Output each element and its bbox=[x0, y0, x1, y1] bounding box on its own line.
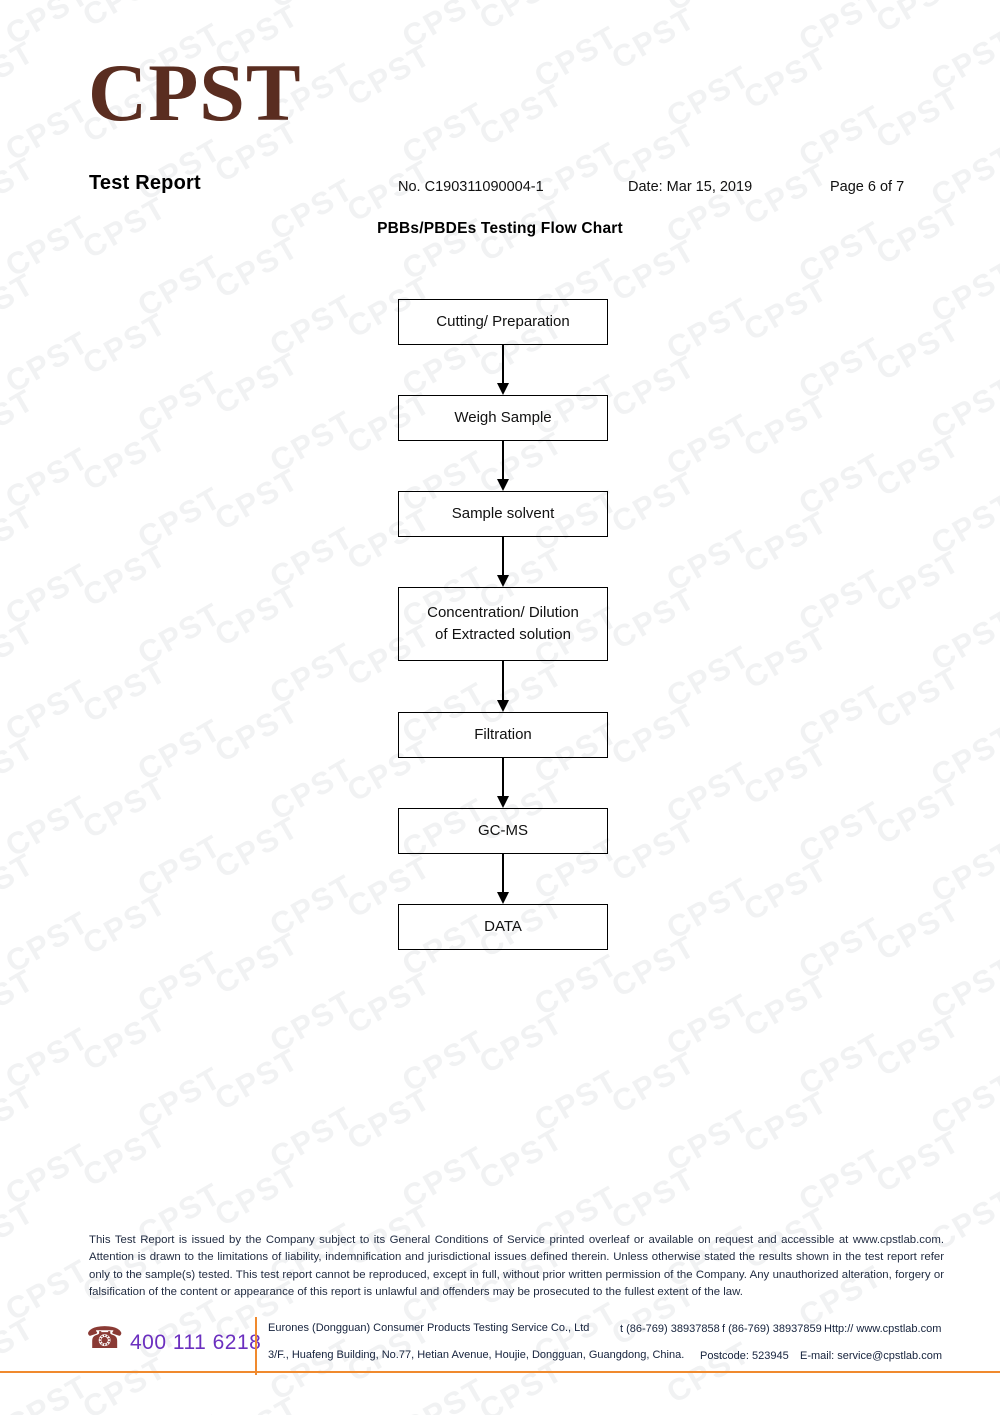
footer-email: E-mail: service@cpstlab.com bbox=[800, 1350, 942, 1362]
flow-step-label-group: Concentration/ Dilution of Extracted solu… bbox=[427, 602, 579, 646]
flow-step-label-second-line: of Extracted solution bbox=[435, 626, 571, 643]
flow-step-box: Weigh Sample bbox=[398, 395, 608, 441]
footer-website: Http:// www.cpstlab.com bbox=[824, 1323, 942, 1335]
footer-horizontal-rule bbox=[0, 1371, 1000, 1373]
footer-company-name: Eurones (Dongguan) Consumer Products Tes… bbox=[268, 1322, 590, 1334]
flow-step-label: DATA bbox=[484, 918, 522, 936]
footer-telephone: t (86-769) 38937858 bbox=[620, 1323, 720, 1335]
flow-step-box: DATA bbox=[398, 904, 608, 950]
hotline-number: 400 111 6218 bbox=[130, 1331, 262, 1354]
flow-step-label: Cutting/ Preparation bbox=[436, 313, 570, 331]
flow-connector-arrow bbox=[502, 441, 504, 480]
flow-step-box: GC-MS bbox=[398, 808, 608, 854]
telephone-icon: ☎ bbox=[86, 1322, 124, 1355]
flow-step-box: Cutting/ Preparation bbox=[398, 299, 608, 345]
flow-connector-arrow bbox=[502, 537, 504, 576]
flow-step-label: Filtration bbox=[474, 726, 532, 744]
page-indicator: Page 6 of 7 bbox=[830, 179, 905, 195]
flow-step-label: Concentration/ Dilution bbox=[427, 604, 579, 622]
page-title: Test Report bbox=[89, 172, 201, 194]
flow-connector-arrow bbox=[502, 758, 504, 797]
flow-connector-arrow bbox=[502, 345, 504, 384]
footer-vertical-divider bbox=[255, 1317, 257, 1375]
flow-step-label: Weigh Sample bbox=[454, 409, 552, 427]
flow-chart-title: PBBs/PBDEs Testing Flow Chart bbox=[377, 220, 623, 237]
flow-connector-arrow bbox=[502, 661, 504, 701]
report-number: No. C190311090004-1 bbox=[398, 179, 544, 195]
flow-step-box: Concentration/ Dilution of Extracted solu… bbox=[398, 587, 608, 661]
footer-address: 3/F., Huafeng Building, No.77, Hetian Av… bbox=[268, 1349, 685, 1361]
report-date: Date: Mar 15, 2019 bbox=[628, 179, 753, 195]
flow-connector-arrow bbox=[502, 854, 504, 893]
flow-step-label: Sample solvent bbox=[451, 505, 555, 523]
footer-postcode: Postcode: 523945 bbox=[700, 1350, 789, 1362]
footer-fax: f (86-769) 38937859 bbox=[722, 1323, 822, 1335]
disclaimer-text: This Test Report is issued by the Compan… bbox=[89, 1234, 944, 1298]
flow-step-box: Sample solvent bbox=[398, 491, 608, 537]
flow-step-label: GC-MS bbox=[478, 822, 528, 840]
flow-step-box: Filtration bbox=[398, 712, 608, 758]
cpst-logo: CPST bbox=[88, 47, 302, 138]
